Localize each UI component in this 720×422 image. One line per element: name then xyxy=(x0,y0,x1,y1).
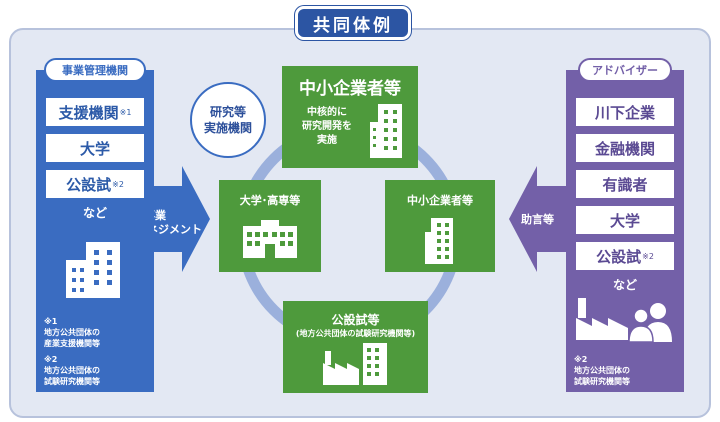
advisor-panel: アドバイザー 川下企業 金融機関 有識者 大学 公設試※2 など ※2 地方公共… xyxy=(566,58,684,392)
public-lab-box-title: 公設試等 xyxy=(331,313,380,327)
management-item-sup: ※2 xyxy=(112,179,124,189)
factory-lab-icon xyxy=(323,343,387,385)
research-circle-line1: 研究等 xyxy=(209,105,246,119)
university-box: 大学･高専等 xyxy=(219,180,321,272)
note-line: 試験研究機関等 xyxy=(44,377,100,386)
management-item-label: 支援機関 xyxy=(58,103,119,122)
sme-core-desc: 中核的に 研究開発を 実施 xyxy=(302,106,352,148)
advice-arrow xyxy=(509,166,569,272)
note-mark: ※2 xyxy=(574,355,588,364)
note-line: 地方公共団体の xyxy=(574,366,630,375)
advisor-item-expert: 有識者 xyxy=(576,170,674,198)
note-line: 地方公共団体の xyxy=(44,328,100,337)
advisor-item-label: 川下企業 xyxy=(594,103,655,122)
advisor-item-downstream: 川下企業 xyxy=(576,98,674,126)
sme-core-desc-line: 研究開発を xyxy=(302,121,352,132)
advisor-item-sup: ※2 xyxy=(642,251,654,261)
management-item-support: 支援機関※1 xyxy=(46,98,144,126)
note-mark: ※1 xyxy=(44,317,58,326)
building-icon xyxy=(66,242,120,298)
advice-arrow-label: 助言等 xyxy=(521,213,554,226)
note-line: 試験研究機関等 xyxy=(574,377,630,386)
advisor-item-public-lab: 公設試※2 xyxy=(576,242,674,270)
sme-box: 中小企業者等 xyxy=(385,180,495,272)
sme-core-box: 中小企業者等 中核的に 研究開発を 実施 xyxy=(282,66,418,168)
note-line: 地方公共団体の xyxy=(44,366,100,375)
school-icon xyxy=(243,220,297,258)
advisor-item-university: 大学 xyxy=(576,206,674,234)
advisor-item-label: 金融機関 xyxy=(594,139,655,158)
management-panel-header: 事業管理機関 xyxy=(44,58,146,82)
advisor-item-label: 有識者 xyxy=(602,175,648,194)
factory-icon xyxy=(576,298,628,340)
sme-core-desc-line: 実施 xyxy=(317,135,337,146)
tower-building-icon xyxy=(370,104,402,158)
management-item-university: 大学 xyxy=(46,134,144,162)
university-box-title: 大学･高専等 xyxy=(239,194,301,207)
research-circle: 研究等 実施機関 xyxy=(190,82,266,158)
management-arrow xyxy=(150,166,210,272)
management-item-label: 公設試 xyxy=(66,175,112,194)
diagram-title: 共同体例 xyxy=(295,6,411,40)
management-note-1: ※1 地方公共団体の 産業支援機関等 xyxy=(44,316,100,349)
advisor-item-label: 公設試 xyxy=(596,247,642,266)
public-lab-box: 公設試等 (地方公共団体の試験研究機関等) xyxy=(283,301,428,393)
note-line: 産業支援機関等 xyxy=(44,339,100,348)
tower-building-icon xyxy=(425,218,453,264)
research-circle-line2: 実施機関 xyxy=(203,121,252,135)
people-icon xyxy=(628,303,672,342)
note-mark: ※2 xyxy=(44,355,58,364)
management-etc: など xyxy=(82,206,107,220)
management-item-sup: ※1 xyxy=(119,107,132,117)
advisor-note-2: ※2 地方公共団体の 試験研究機関等 xyxy=(574,354,630,387)
sme-box-title: 中小企業者等 xyxy=(407,194,473,207)
public-lab-box-subtitle: (地方公共団体の試験研究機関等) xyxy=(295,329,416,338)
management-panel: 事業管理機関 支援機関※1 大学 公設試※2 など ※1 地方公共団体の 産業支… xyxy=(36,58,154,392)
sme-core-title: 中小企業者等 xyxy=(299,79,401,99)
sme-core-desc-line: 中核的に xyxy=(307,107,347,118)
management-note-2: ※2 地方公共団体の 試験研究機関等 xyxy=(44,354,100,387)
management-item-public-lab: 公設試※2 xyxy=(46,170,144,198)
advisor-panel-header: アドバイザー xyxy=(578,58,672,82)
management-item-label: 大学 xyxy=(79,139,110,158)
advisor-etc: など xyxy=(612,278,637,292)
advisor-item-label: 大学 xyxy=(609,211,640,230)
advisor-item-finance: 金融機関 xyxy=(576,134,674,162)
